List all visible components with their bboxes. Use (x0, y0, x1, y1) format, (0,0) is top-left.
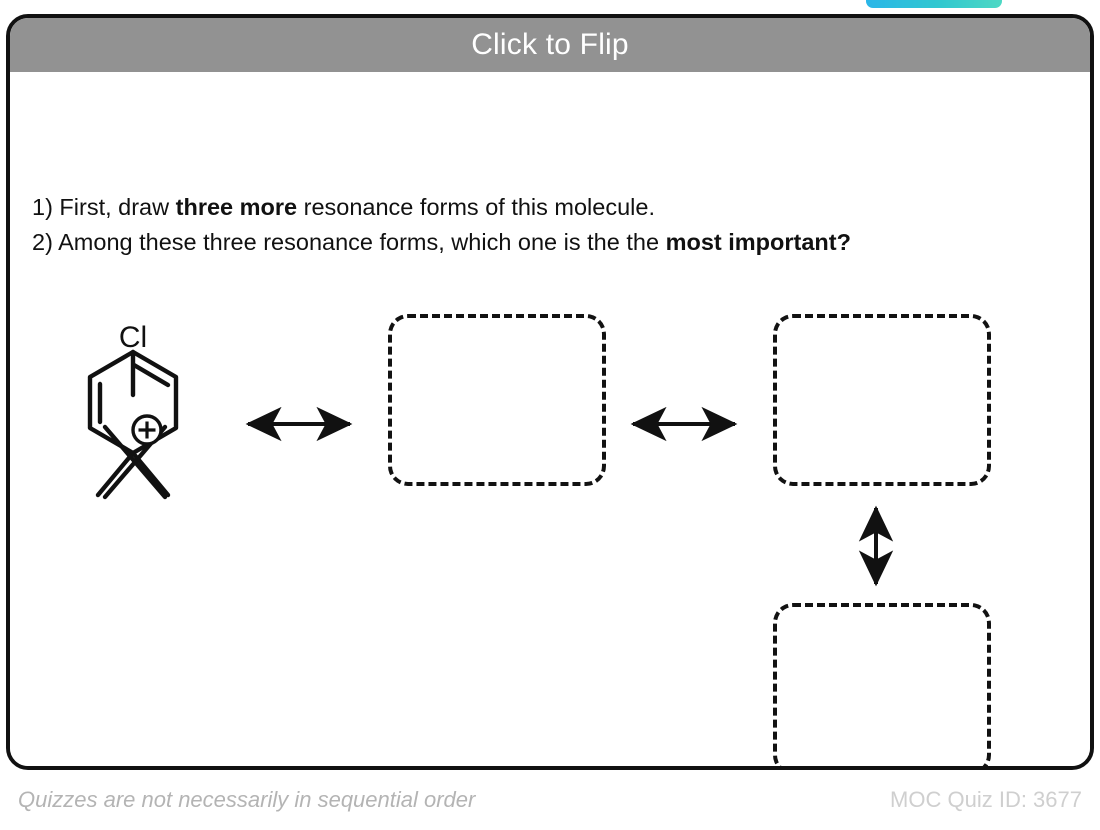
prompt-line-1-emphasis: three more (175, 194, 298, 220)
page-title: Click to Flip (471, 28, 629, 61)
prompt-line-1-suffix: resonance forms of this molecule. (297, 194, 655, 220)
answer-box-1[interactable] (388, 314, 606, 486)
charge-plus-circle (131, 414, 163, 446)
prompt-line-2-emphasis: most important? (665, 228, 851, 255)
tab-handle[interactable] (866, 0, 1002, 8)
footer: Quizzes are not necessarily in sequentia… (0, 782, 1100, 830)
prompt-line-2: 2) Among these three resonance forms, wh… (32, 225, 1052, 260)
ring-hexagon (87, 349, 179, 456)
quiz-id-label: MOC Quiz ID: 3677 (890, 787, 1082, 812)
flashcard[interactable]: Click to Flip 1) First, draw three more … (6, 14, 1094, 770)
gem-dimethyl-x (102, 424, 168, 500)
prompt-block: 1) First, draw three more resonance form… (32, 190, 1052, 260)
charge-circle (131, 414, 163, 446)
prompt-line-1: 1) First, draw three more resonance form… (32, 190, 1052, 225)
answer-box-3[interactable] (773, 603, 991, 766)
card-body: 1) First, draw three more resonance form… (10, 72, 1090, 766)
prompt-line-2-prefix: 2) Among these three resonance forms, wh… (32, 228, 666, 255)
bond-methyl-cross-a (110, 433, 156, 480)
bond-methyl-right (130, 450, 171, 498)
methyl-stroke-2 (102, 424, 168, 500)
prompt-line-1-prefix: 1) First, draw (32, 194, 176, 220)
footer-note: Quizzes are not necessarily in sequentia… (18, 787, 476, 812)
molecule-structure (87, 349, 179, 498)
double-bond-upper-right (131, 362, 171, 388)
answer-box-2[interactable] (773, 314, 991, 486)
methyl-stroke-1 (102, 424, 168, 500)
bond-methyl-left (95, 450, 136, 498)
card-header[interactable]: Click to Flip (10, 18, 1090, 72)
atom-label-cl: Cl (119, 321, 147, 354)
